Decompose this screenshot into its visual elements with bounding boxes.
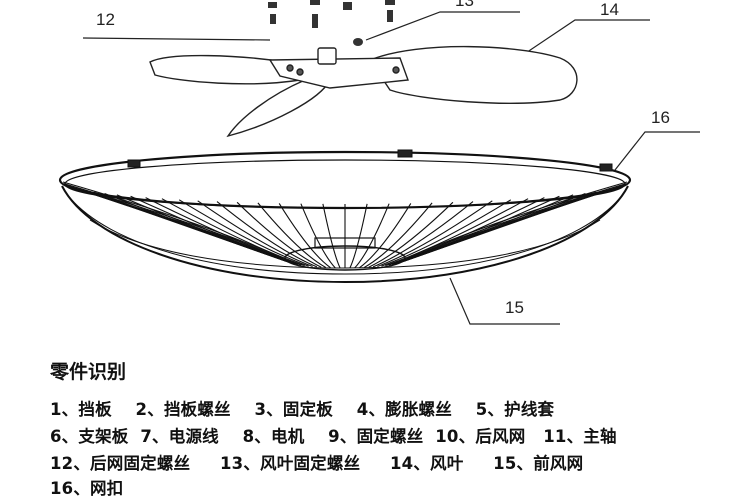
guard-spoke: [372, 201, 474, 268]
legend-line: 12、后网固定螺丝 13、风叶固定螺丝 14、风叶 15、前风网: [50, 454, 584, 473]
guard-spoke: [405, 184, 624, 261]
guard-spokes: [62, 181, 628, 269]
guard-spoke: [405, 186, 620, 261]
guard-spoke: [354, 203, 390, 269]
legend-line: 1、挡板 2、挡板螺丝 3、固定板 4、膨胀螺丝 5、护线套: [50, 400, 555, 419]
callout-12: 12: [96, 10, 115, 29]
guard-spoke: [406, 183, 627, 260]
callout-13: 13: [455, 0, 474, 10]
guard-spoke: [363, 202, 433, 268]
guard-spoke: [197, 200, 313, 268]
callout-15: 15: [505, 298, 524, 317]
callout-14: 14: [600, 0, 619, 19]
guard-spoke: [257, 202, 327, 268]
guard-spoke: [359, 203, 412, 269]
guard-spoke: [130, 195, 299, 266]
guard-spoke: [216, 201, 318, 268]
guard-spoke: [236, 201, 322, 268]
guard-spoke: [161, 198, 305, 267]
guard-spoke: [385, 198, 529, 267]
guard-spoke: [178, 199, 309, 267]
guard-spoke: [278, 203, 331, 269]
fan-exploded-diagram: [58, 0, 700, 325]
guard-spoke: [381, 199, 512, 267]
guard-spoke: [406, 181, 628, 259]
guard-spoke: [300, 203, 336, 269]
screw-group: [268, 0, 395, 46]
callout-16: 16: [651, 108, 670, 127]
guard-spoke: [322, 203, 341, 269]
legend-title: 零件识别: [50, 361, 127, 383]
guard-spoke: [368, 201, 454, 268]
fan-blade-assembly: [149, 45, 578, 138]
front-guard: [58, 149, 632, 284]
guard-spoke: [349, 203, 368, 269]
legend-line: 6、支架板 7、电源线 8、电机 9、固定螺丝 10、后风网 11、主轴: [50, 427, 617, 446]
guard-spoke: [377, 200, 493, 268]
legend-line: 16、网扣: [50, 479, 124, 498]
